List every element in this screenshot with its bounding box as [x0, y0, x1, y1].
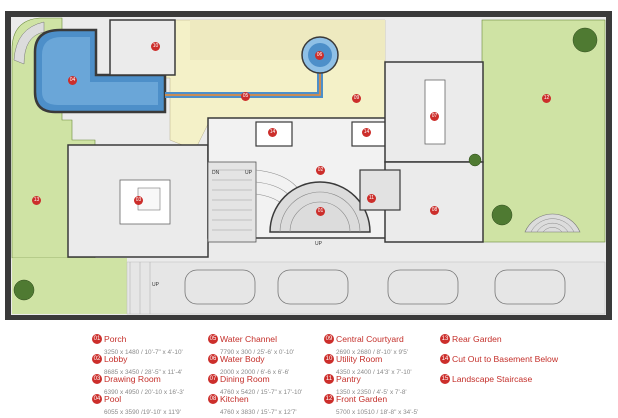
- legend-number: 15: [440, 373, 450, 384]
- legend-number: 05: [208, 333, 218, 344]
- room-marker: 02: [316, 166, 325, 175]
- landscape-staircase-steps: [530, 218, 575, 233]
- legend-dims: 2000 x 2000 / 6'-6 x 6'-6': [220, 369, 290, 376]
- room-marker: 03: [134, 196, 143, 205]
- legend-label: Cut Out to Basement Below: [452, 353, 559, 364]
- stair-label: DN: [212, 170, 220, 176]
- room-marker: 13: [32, 196, 41, 205]
- room-marker: 08: [430, 206, 439, 215]
- gate-grid: [129, 262, 151, 314]
- utility-room: [359, 169, 401, 211]
- stair-label: UP: [152, 282, 159, 288]
- legend-number: 14: [440, 353, 450, 364]
- cutout-right: [351, 121, 387, 147]
- water-channel-edge: [165, 70, 321, 96]
- porch-steps: [279, 191, 361, 233]
- legend-label: Kitchen: [220, 393, 249, 404]
- legend-label: Dining Room: [220, 373, 270, 384]
- legend-dims: 6055 x 3590 /19'-10' x 11'9': [104, 409, 181, 416]
- car-outlines: [184, 269, 566, 305]
- legend-dims: 2690 x 2680 / 8'-10' x 9'5': [336, 349, 409, 356]
- floor-plan: [5, 11, 612, 320]
- legend-label: Front Garden: [336, 393, 388, 404]
- stair-label: UP: [315, 241, 322, 247]
- staircase: [207, 161, 257, 243]
- room-marker: 10: [151, 42, 160, 51]
- room-marker: 14: [362, 128, 371, 137]
- room-marker: 12: [542, 94, 551, 103]
- legend-dims: 5700 x 10510 / 18'-8" x 34'-5': [336, 409, 419, 416]
- room-marker: 06: [315, 51, 324, 60]
- room-marker: 04: [68, 76, 77, 85]
- legend-number: 13: [440, 333, 450, 344]
- legend-dims: 4760 x 5420 / 15'-7" x 17'-10': [220, 389, 303, 396]
- legend-label: Utility Room: [336, 353, 383, 364]
- legend-dims: 6390 x 4950 / 20'-10 x 16'-3': [104, 389, 185, 396]
- legend-number: 07: [208, 373, 218, 384]
- legend-label: Rear Garden: [452, 333, 502, 344]
- stair-label: UP: [245, 170, 252, 176]
- legend-number: 02: [92, 353, 102, 364]
- legend-dims: 4760 x 3830 / 15'-7" x 12'7': [220, 409, 297, 416]
- legend-number: 11: [324, 373, 334, 384]
- room-marker: 07: [430, 112, 439, 121]
- legend-dims: 4350 x 2400 / 14'3' x 7'-10': [336, 369, 412, 376]
- legend-label: Water Body: [220, 353, 265, 364]
- legend-number: 03: [92, 373, 102, 384]
- parking-strip: [126, 261, 606, 315]
- legend-label: Lobby: [104, 353, 128, 364]
- legend-number: 12: [324, 393, 334, 404]
- legend-number: 08: [208, 393, 218, 404]
- legend-dims: 7790 x 300 / 25'-6' x 0'-10': [220, 349, 295, 356]
- legend-number: 04: [92, 393, 102, 404]
- room-marker: 01: [316, 207, 325, 216]
- legend-dims: 3250 x 1480 / 10'-7" x 4'-10': [104, 349, 183, 356]
- legend-number: 06: [208, 353, 218, 364]
- room-marker: 14: [268, 128, 277, 137]
- room-block-top-left: [109, 19, 176, 76]
- legend-label: Landscape Staircase: [452, 373, 533, 384]
- legend-label: Pool: [104, 393, 122, 404]
- room-marker: 09: [352, 94, 361, 103]
- legend-label: Drawing Room: [104, 373, 161, 384]
- trees: [13, 27, 598, 301]
- landscape-staircase-left: [13, 21, 45, 65]
- legend-label: Pantry: [336, 373, 361, 384]
- legend-number: 10: [324, 353, 334, 364]
- deck-strip: [190, 20, 385, 60]
- legend-dims: 1350 x 2350 / 4'-5' x 7'-8': [336, 389, 407, 396]
- staircase-treads: [212, 169, 252, 231]
- legend-label: Central Courtyard: [336, 333, 404, 344]
- room-marker: 05: [241, 92, 250, 101]
- legend-label: Water Channel: [220, 333, 278, 344]
- pool-inner: [42, 37, 158, 105]
- legend-number: 01: [92, 333, 102, 344]
- legend-number: 09: [324, 333, 334, 344]
- room-marker: 11: [367, 194, 376, 203]
- legend-dims: 8685 x 3450 / 28'-5" x 11'-4': [104, 369, 183, 376]
- legend-label: Porch: [104, 333, 127, 344]
